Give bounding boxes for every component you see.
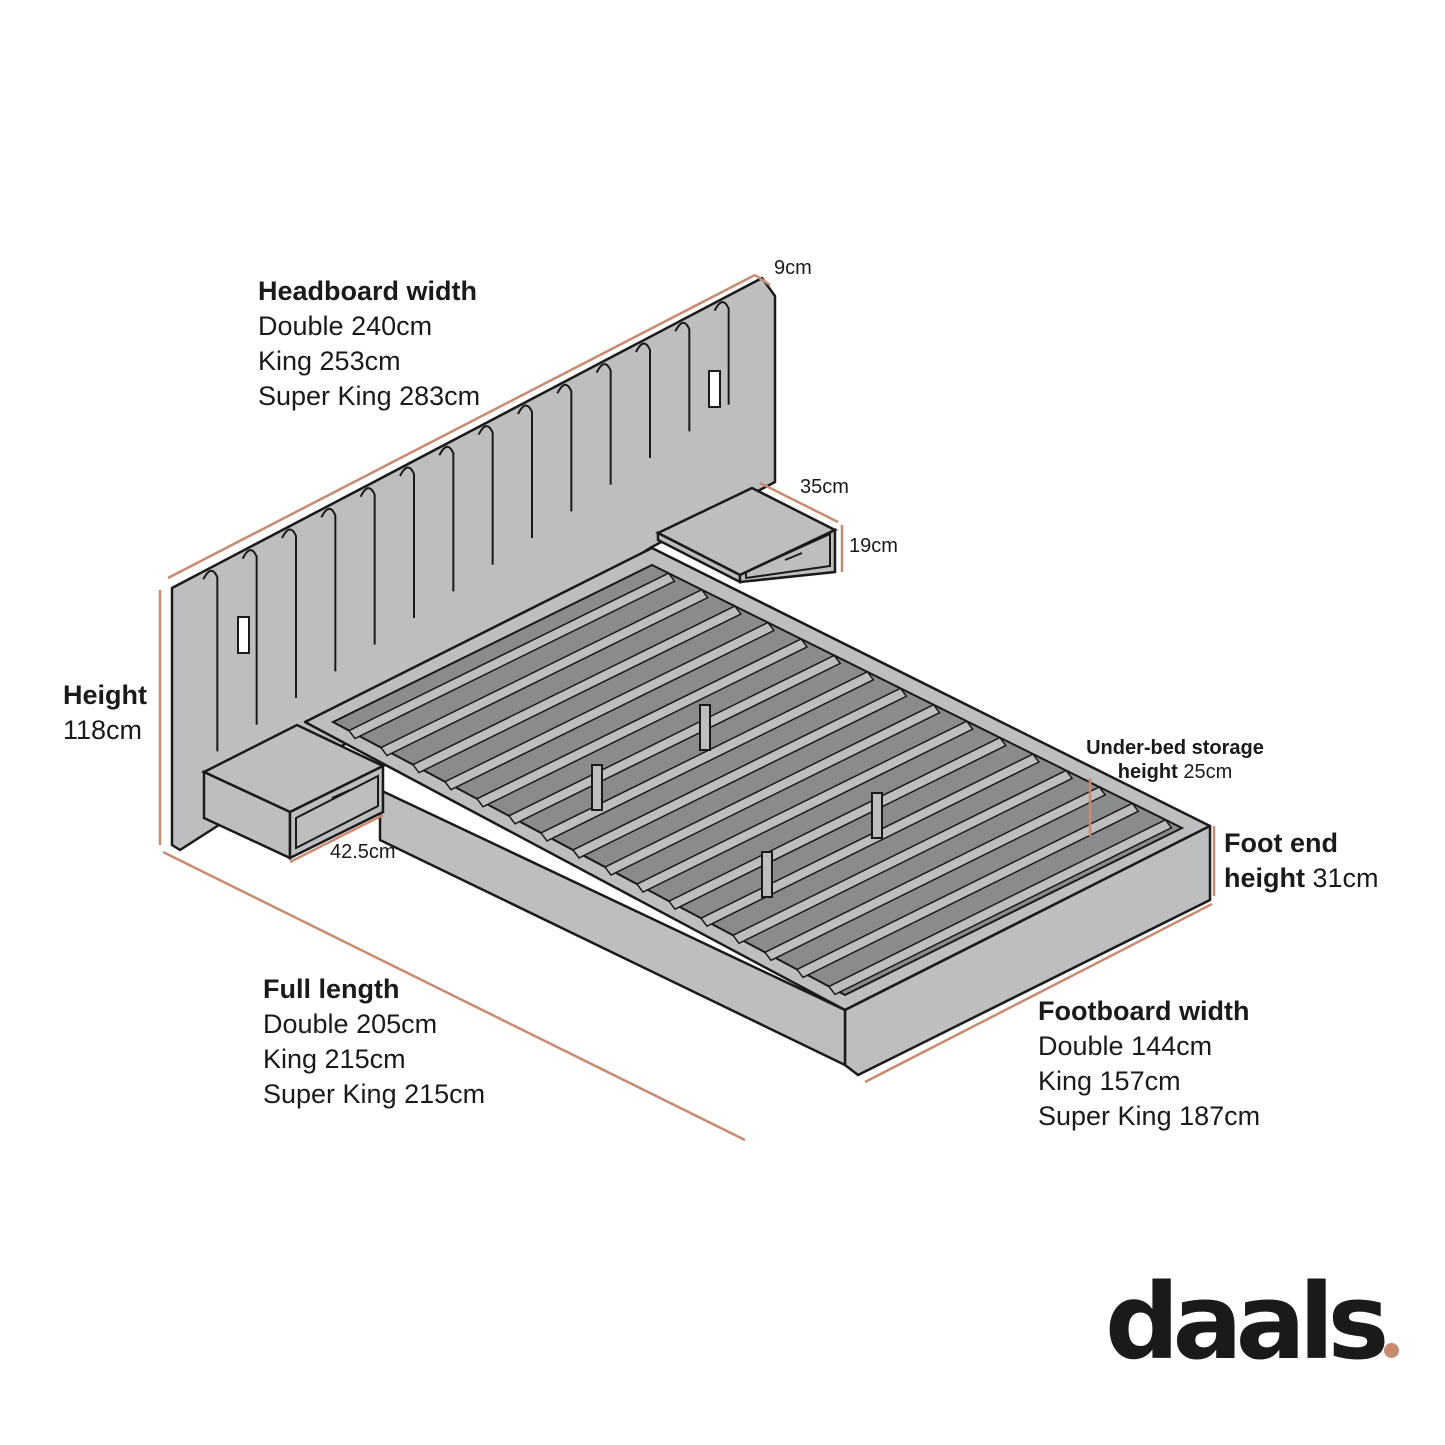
side-table-width-line (289, 813, 384, 864)
footboard-width-title: Footboard width (1038, 996, 1250, 1026)
headboard-channel (517, 404, 533, 538)
side-table-height-label: 19cm (849, 535, 898, 557)
bed-base (303, 546, 1212, 1077)
storage-height-row: height 25cm (1117, 761, 1233, 783)
headboard-width-double: Double 240cm (258, 311, 433, 341)
headboard-width-king: King 253cm (258, 346, 401, 376)
dimension-lines (158, 273, 1216, 1142)
full-length-line (162, 850, 746, 1142)
headboard-channel (241, 549, 258, 725)
bed-slat (411, 605, 742, 774)
brand-logo: daals (1105, 1261, 1400, 1383)
usb-port-right (708, 370, 721, 408)
headboard-channel (477, 425, 494, 565)
full-length-king: King 215cm (263, 1044, 406, 1074)
headboard-depth-label: 9cm (774, 257, 812, 279)
headboard-channel (320, 507, 337, 672)
headboard-channel (713, 301, 730, 405)
footboard-width-label: Footboard width Double 144cm King 157cm … (1038, 994, 1260, 1134)
support-leg (761, 851, 773, 898)
footboard-width-king: King 157cm (1038, 1066, 1181, 1096)
side-table-width-label: 42.5cm (330, 841, 396, 863)
headboard-channel (359, 487, 376, 645)
headboard-channel (202, 569, 219, 752)
side-table-depth-line (759, 481, 839, 524)
headboard-channel (635, 342, 651, 458)
headboard-channel (281, 528, 297, 698)
side-table-left (201, 723, 386, 861)
bed-slat (603, 703, 941, 876)
bed-slat (347, 572, 676, 740)
bed-slat (763, 785, 1107, 962)
storage-title: Under-bed storage (1086, 737, 1264, 759)
foot-end-height-row: height 31cm (1224, 863, 1379, 893)
headboard-channel (595, 363, 612, 485)
headboard-width-line (167, 273, 756, 580)
side-table-depth-label: 35cm (800, 476, 849, 498)
full-length-title: Full length (263, 974, 400, 1004)
full-length-superking: Super King 215cm (263, 1079, 486, 1109)
brand-name: daals (1105, 1261, 1389, 1383)
footboard-width-superking: Super King 187cm (1038, 1101, 1261, 1131)
headboard-channels (202, 301, 730, 752)
bed-slat (379, 588, 709, 757)
brand-dot (1384, 1343, 1400, 1358)
side-table-right (655, 486, 838, 585)
footboard-width-line (864, 902, 1213, 1084)
storage-height-label: Under-bed storage height 25cm (1082, 736, 1268, 784)
support-leg (591, 764, 603, 811)
bed-slat (731, 769, 1074, 945)
height-title: Height (63, 680, 147, 710)
foot-end-title: Foot end (1224, 828, 1338, 858)
bed-slat (571, 687, 908, 859)
storage-value: 25cm (1183, 761, 1233, 783)
foot-end-label: Foot end height 31cm (1224, 826, 1379, 896)
bed-slat (539, 670, 875, 842)
bed-slat (795, 802, 1140, 979)
support-leg (871, 792, 883, 839)
height-value: 118cm (63, 715, 143, 745)
height-label: Height 118cm (63, 678, 147, 748)
bed-slats (347, 572, 1173, 996)
headboard-width-label: Headboard width Double 240cm King 253cm … (258, 274, 480, 414)
bed-slat (475, 638, 809, 808)
bed-slat (667, 736, 1007, 911)
headboard-depth-line (754, 273, 771, 287)
bed-slat (635, 720, 974, 894)
headboard-channel (399, 466, 415, 618)
footboard-width-double: Double 144cm (1038, 1031, 1213, 1061)
usb-port-left (237, 616, 250, 654)
foot-end-value: 31cm (1312, 863, 1379, 893)
headboard-channel (438, 445, 455, 592)
headboard-channel (674, 321, 691, 432)
bed-slat (827, 818, 1173, 996)
headboard-width-superking: Super King 283cm (258, 381, 481, 411)
bed-slat (699, 753, 1041, 928)
bed-slat (443, 621, 776, 791)
headboard-channel (556, 383, 573, 512)
full-length-label: Full length Double 205cm King 215cm Supe… (263, 972, 485, 1112)
support-leg (699, 704, 711, 751)
headboard-width-title: Headboard width (258, 276, 478, 306)
full-length-double: Double 205cm (263, 1009, 438, 1039)
